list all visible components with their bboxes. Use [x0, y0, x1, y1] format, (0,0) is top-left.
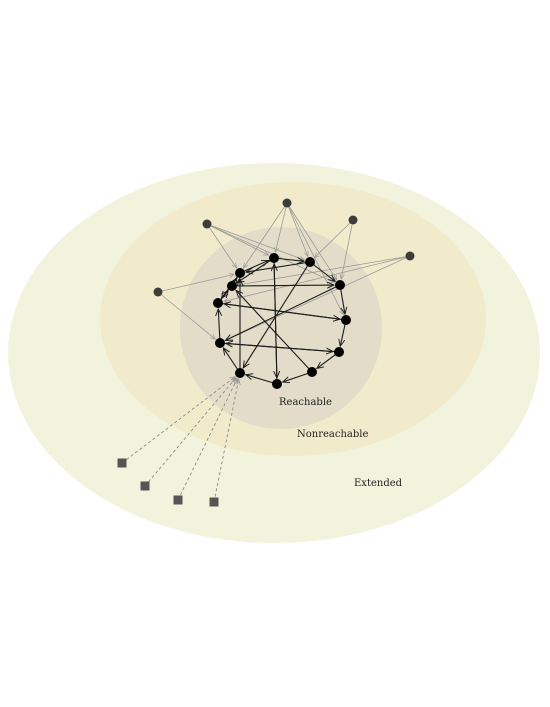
inner-edge: [236, 290, 313, 373]
nonreachable-label: Nonreachable: [297, 429, 368, 440]
outer-edge: [243, 202, 288, 268]
reachable-node: [272, 379, 282, 389]
inner-edge: [239, 259, 269, 274]
inner-edge: [223, 348, 241, 374]
inner-edge: [273, 258, 304, 261]
reachable-node: [307, 367, 317, 377]
outer-node: [153, 287, 163, 297]
outer-edge: [286, 202, 308, 256]
inner-edge: [309, 261, 335, 281]
inner-edge: [283, 371, 313, 382]
reachable-node: [227, 281, 237, 291]
outer-edge: [206, 223, 335, 283]
extended-edge: [177, 378, 237, 501]
extended-node: [173, 495, 183, 505]
inner-edge: [274, 264, 277, 385]
reachable-node: [341, 315, 351, 325]
extended-node: [117, 458, 127, 468]
inner-edge: [237, 257, 275, 283]
extended-nodes: [117, 458, 219, 507]
outer-node: [348, 215, 358, 225]
reachable-node: [235, 268, 245, 278]
reachable-node: [269, 253, 279, 263]
reachable-label: Reachable: [279, 397, 332, 408]
extended-label: Extended: [354, 478, 403, 489]
outer-edge: [206, 223, 269, 255]
extended-node: [140, 481, 150, 491]
reachable-node: [334, 347, 344, 357]
outer-edge: [341, 219, 354, 279]
outer-edge: [286, 202, 337, 280]
outer-node: [282, 198, 292, 208]
outer-edge: [157, 291, 215, 339]
inner-edge: [231, 285, 334, 286]
outer-edge: [206, 223, 304, 260]
reachable-node: [213, 298, 223, 308]
outer-edge: [314, 219, 354, 258]
extended-edges: [121, 377, 239, 503]
inner-edge: [218, 309, 220, 344]
inner-edge: [246, 375, 278, 385]
reachable-node: [235, 368, 245, 378]
outer-edges: [157, 202, 411, 341]
outer-nodes: [153, 198, 415, 297]
inner-edges: [218, 257, 347, 385]
inner-edge: [226, 343, 340, 353]
outer-edge: [206, 223, 237, 268]
outer-node: [202, 219, 212, 229]
extended-edge: [144, 378, 236, 487]
extended-edge: [121, 377, 235, 464]
outer-edge: [224, 255, 411, 302]
outer-edge: [275, 202, 288, 252]
inner-nodes: [213, 253, 351, 389]
outer-edge: [286, 202, 343, 315]
outer-edge: [157, 274, 234, 293]
inner-edge: [224, 304, 347, 321]
extended-edge: [213, 379, 239, 503]
outer-edge: [238, 255, 411, 285]
inner-edge: [246, 261, 311, 272]
extended-node: [209, 497, 219, 507]
outer-edge: [225, 255, 411, 341]
reachable-node: [335, 280, 345, 290]
reachable-node: [215, 338, 225, 348]
reachable-node: [305, 257, 315, 267]
inner-edge: [243, 261, 311, 368]
inner-edge: [225, 284, 341, 341]
outer-node: [405, 251, 415, 261]
